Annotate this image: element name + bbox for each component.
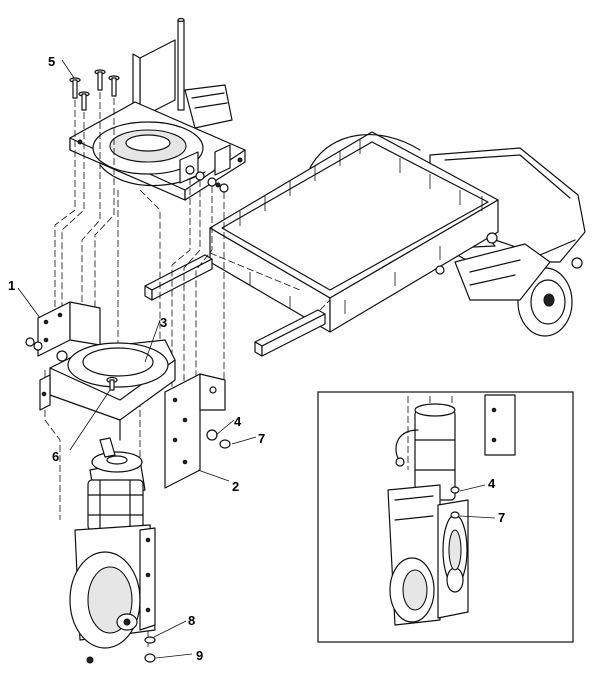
callout-5: 5 xyxy=(48,54,55,69)
motor-mount-plate xyxy=(69,17,246,201)
carriage-bolt xyxy=(94,69,106,91)
callout-7: 7 xyxy=(258,431,265,446)
drive-motor-wheel-assembly xyxy=(69,437,156,664)
carriage-bolt xyxy=(78,91,90,111)
carriage-bolts xyxy=(69,69,229,193)
callout-4: 4 xyxy=(234,414,242,429)
frame-tube-members xyxy=(144,252,331,357)
callout-3: 3 xyxy=(160,315,167,330)
detail-callout-4: 4 xyxy=(488,476,496,491)
callout-8: 8 xyxy=(188,613,195,628)
carriage-bolt xyxy=(69,77,81,99)
callout-2: 2 xyxy=(232,479,239,494)
exploded-view-guide-lines xyxy=(44,92,225,650)
callout-6: 6 xyxy=(52,449,59,464)
callout-9: 9 xyxy=(196,648,203,663)
detail-callout-7: 7 xyxy=(498,510,505,525)
callouts: 1 2 3 4 5 6 7 8 9 xyxy=(8,54,265,663)
frame-tub-assembly xyxy=(209,131,586,337)
bracket-left xyxy=(37,301,101,357)
detail-inset: 4 7 xyxy=(317,391,574,643)
bracket-right-mount xyxy=(164,373,231,489)
ring-bracket xyxy=(25,337,176,441)
carriage-bolt xyxy=(108,75,120,97)
callout-1: 1 xyxy=(8,278,15,293)
callout-leaders xyxy=(17,59,257,659)
